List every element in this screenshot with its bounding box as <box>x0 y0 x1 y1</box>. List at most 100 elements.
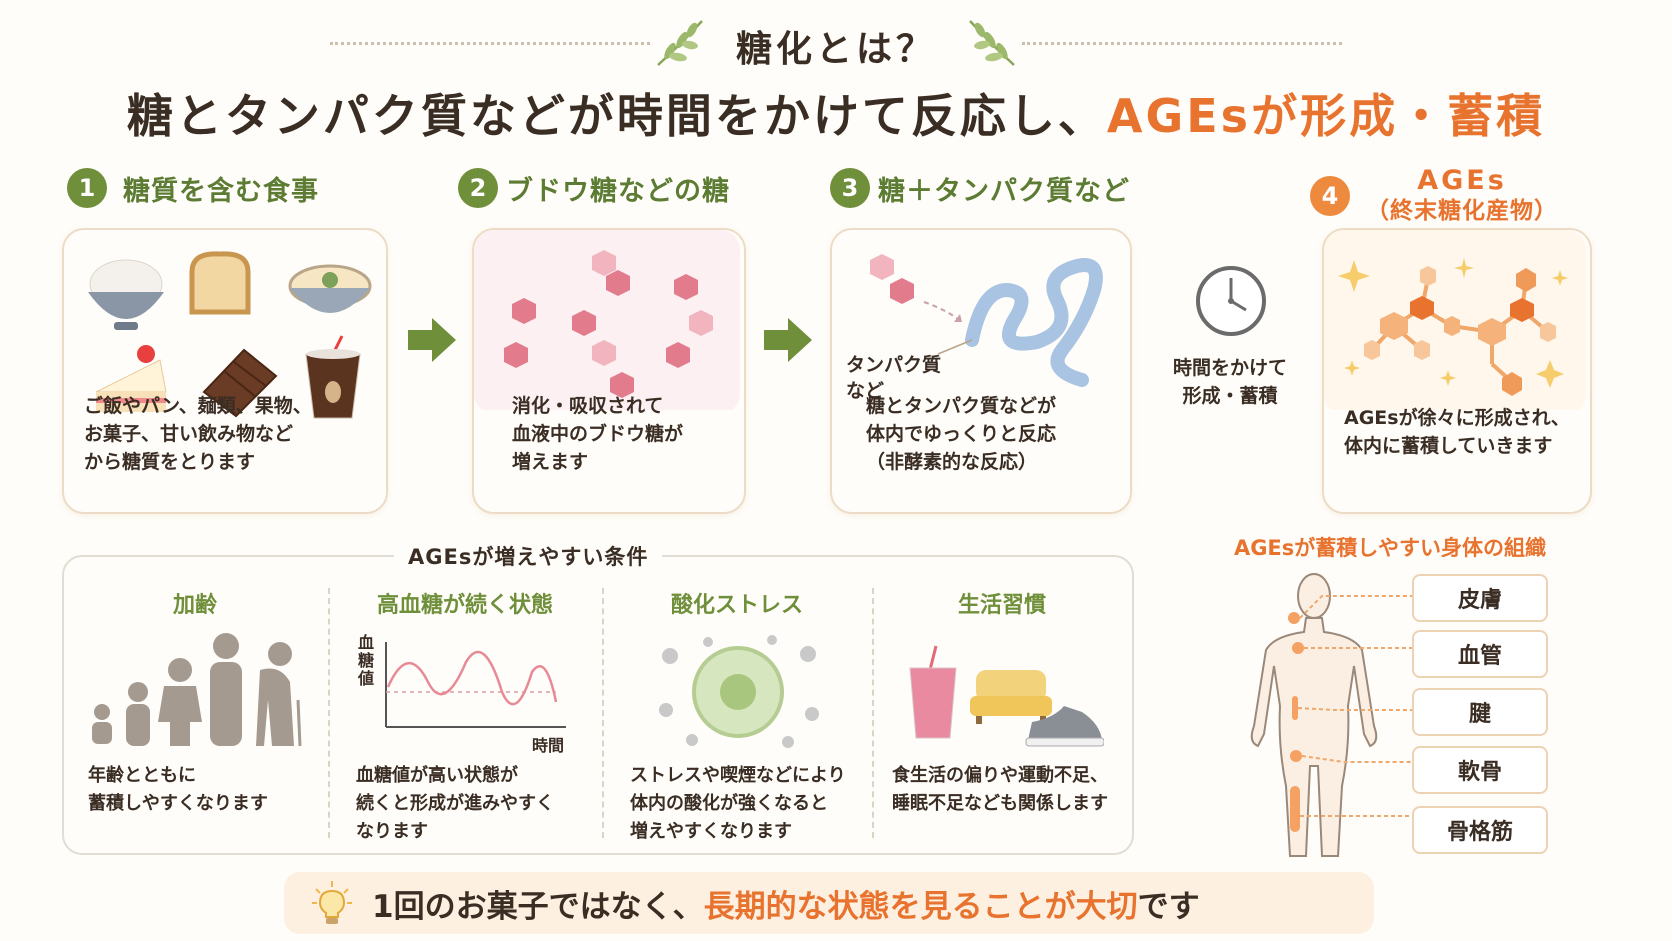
sneaker-icon <box>1025 706 1104 747</box>
glucose-molecules-illustration <box>474 230 740 410</box>
main-title-highlight: AGEsが形成・蓄積 <box>1106 89 1546 143</box>
step-4-head: 4 AGEs （終末糖化産物） <box>1310 166 1558 226</box>
header-dotted-line-left <box>330 42 650 45</box>
aging-people-icon <box>92 633 302 747</box>
tissue-skeletal-muscle: 骨格筋 <box>1412 806 1548 854</box>
condition-aging-text-line: 年齢とともに <box>88 765 196 786</box>
clock-icon <box>1196 266 1266 336</box>
clock-caption: 時間をかけて 形成・蓄積 <box>1160 354 1300 410</box>
tissue-blood-vessel: 血管 <box>1412 630 1548 678</box>
lightbulb-icon <box>312 881 352 924</box>
reaction-arrowhead <box>954 314 962 322</box>
step-4-number: 4 <box>1310 176 1350 216</box>
oxidative-cell-icon <box>659 635 819 748</box>
step-2-text-line: 消化・吸収されて <box>512 395 664 417</box>
ages-molecule-illustration <box>1324 230 1586 410</box>
step-2-title: ブドウ糖などの糖 <box>506 175 730 207</box>
step-3-text: 糖とタンパク質などが 体内でゆっくりと反応 （非酵素的な反応） <box>866 392 1056 476</box>
condition-hyperglycemia-text-line: なります <box>356 821 428 842</box>
sugar-protein-illustration <box>870 254 1103 387</box>
step-3-title: 糖＋タンパク質など <box>878 175 1130 207</box>
step-2-text: 消化・吸収されて 血液中のブドウ糖が 増えます <box>512 392 683 476</box>
step-1-text-line: お菓子、甘い飲み物など <box>84 423 294 445</box>
step-2-text-line: 増えます <box>512 451 589 473</box>
step-1-title: 糖質を含む食事 <box>123 175 319 207</box>
condition-aging-head: 加齢 <box>172 593 217 618</box>
condition-aging-text-line: 蓄積しやすくなります <box>88 793 268 814</box>
iced-coffee-icon <box>305 335 361 419</box>
condition-lifestyle-text-line: 食生活の偏りや運動不足、 <box>892 765 1108 786</box>
rice-bowl-icon <box>88 259 164 330</box>
sofa-icon <box>970 670 1052 724</box>
body-tissues-title: AGEsが蓄積しやすい身体の組織 <box>1233 536 1547 560</box>
tip-prefix: 1回のお菓子ではなく、 <box>372 888 704 925</box>
conditions-title: AGEsが増えやすい条件 <box>394 541 663 571</box>
step-3-text-line: 体内でゆっくりと反応 <box>866 423 1057 445</box>
step-4-text-line: 体内に蓄積していきます <box>1344 435 1553 457</box>
condition-oxidative-stress-text: ストレスや喫煙などにより 体内の酸化が強くなると 増えやすくなります <box>630 762 846 846</box>
step-3-number: 3 <box>830 168 870 208</box>
blood-sugar-graph-icon <box>385 642 566 728</box>
sparkle-icon <box>1338 258 1568 388</box>
condition-lifestyle-text-line: 睡眠不足なども関係します <box>892 793 1108 814</box>
condition-hyperglycemia-text: 血糖値が高い状態が 続くと形成が進みやすく なります <box>356 762 554 846</box>
condition-oxidative-stress-text-line: ストレスや喫煙などにより <box>630 765 846 786</box>
condition-oxidative-stress-text-line: 体内の酸化が強くなると <box>630 793 828 814</box>
step-2-text-line: 血液中のブドウ糖が <box>512 423 684 445</box>
step-2-card: 消化・吸収されて 血液中のブドウ糖が 増えます <box>472 228 746 514</box>
tissue-skin: 皮膚 <box>1412 574 1548 622</box>
tip-banner: 1回のお菓子ではなく、長期的な状態を見ることが大切です <box>284 872 1374 934</box>
column-divider <box>602 588 604 838</box>
glucose-molecule-icon <box>870 254 914 304</box>
protein-label: タンパク質 など <box>846 352 941 404</box>
blood-sugar-axis-label: 血糖値 <box>358 633 375 688</box>
step-1-text-line: ご飯やパン、麺類、果物、 <box>84 395 312 417</box>
soda-cup-icon <box>909 645 957 739</box>
chocolate-icon <box>202 348 278 418</box>
header-small-title: 糖化とは？ <box>735 29 936 70</box>
clock-caption-line: 時間をかけて <box>1172 357 1287 379</box>
condition-hyperglycemia-text-line: 血糖値が高い状態が <box>356 765 518 786</box>
protein-label-line: タンパク質 <box>846 354 942 376</box>
noodle-bowl-icon <box>288 264 372 313</box>
tissue-tendon: 腱 <box>1412 688 1548 736</box>
arrow-right-icon <box>408 318 456 362</box>
step-1-card: ご飯やパン、麺類、果物、 お菓子、甘い飲み物など から糖質をとります <box>62 228 388 514</box>
protein-chain-icon <box>965 258 1103 387</box>
label-pointer-line <box>937 339 973 355</box>
condition-lifestyle-head: 生活習慣 <box>957 593 1046 618</box>
tip-highlight: 長期的な状態を見ることが大切 <box>703 888 1138 925</box>
bread-icon <box>189 251 251 315</box>
column-divider <box>328 588 330 838</box>
step-1-text-line: から糖質をとります <box>84 451 256 473</box>
step-4-text-line: AGEsが徐々に形成され、 <box>1344 407 1570 429</box>
cake-icon <box>95 345 167 412</box>
food-illustration <box>88 251 372 419</box>
condition-lifestyle-text: 食生活の偏りや運動不足、 睡眠不足なども関係します <box>892 762 1108 818</box>
step-4-card: AGEsが徐々に形成され、 体内に蓄積していきます <box>1322 228 1592 514</box>
condition-hyperglycemia-text-line: 続くと形成が進みやすく <box>356 793 554 814</box>
lifestyle-icons <box>909 645 1104 747</box>
human-body-icon <box>1250 573 1412 857</box>
leaf-sprig-icon <box>657 20 703 66</box>
step-4-text: AGEsが徐々に形成され、 体内に蓄積していきます <box>1344 404 1570 460</box>
step-3-text-line: 糖とタンパク質などが <box>866 395 1057 417</box>
header-dotted-line-right <box>1022 42 1342 45</box>
condition-aging-text: 年齢とともに 蓄積しやすくなります <box>88 762 268 818</box>
step-2-number: 2 <box>458 168 498 208</box>
tissue-cartilage: 軟骨 <box>1412 746 1548 794</box>
condition-oxidative-stress-head: 酸化ストレス <box>670 593 803 618</box>
tip-suffix: です <box>1137 888 1200 925</box>
condition-oxidative-stress-text-line: 増えやすくなります <box>630 821 792 842</box>
clock-caption-line: 形成・蓄積 <box>1182 385 1278 407</box>
column-divider <box>872 588 874 838</box>
time-axis-label: 時間 <box>532 736 565 755</box>
main-title-prefix: 糖とタンパク質などが時間をかけて反応し、 <box>126 89 1107 143</box>
step-1-text: ご飯やパン、麺類、果物、 お菓子、甘い飲み物など から糖質をとります <box>84 392 312 476</box>
step-1-number: 1 <box>67 168 107 208</box>
arrow-right-icon <box>764 318 812 362</box>
condition-hyperglycemia-head: 高血糖が続く状態 <box>376 593 553 618</box>
step-4-title-line2: （終末糖化産物） <box>1366 198 1558 224</box>
